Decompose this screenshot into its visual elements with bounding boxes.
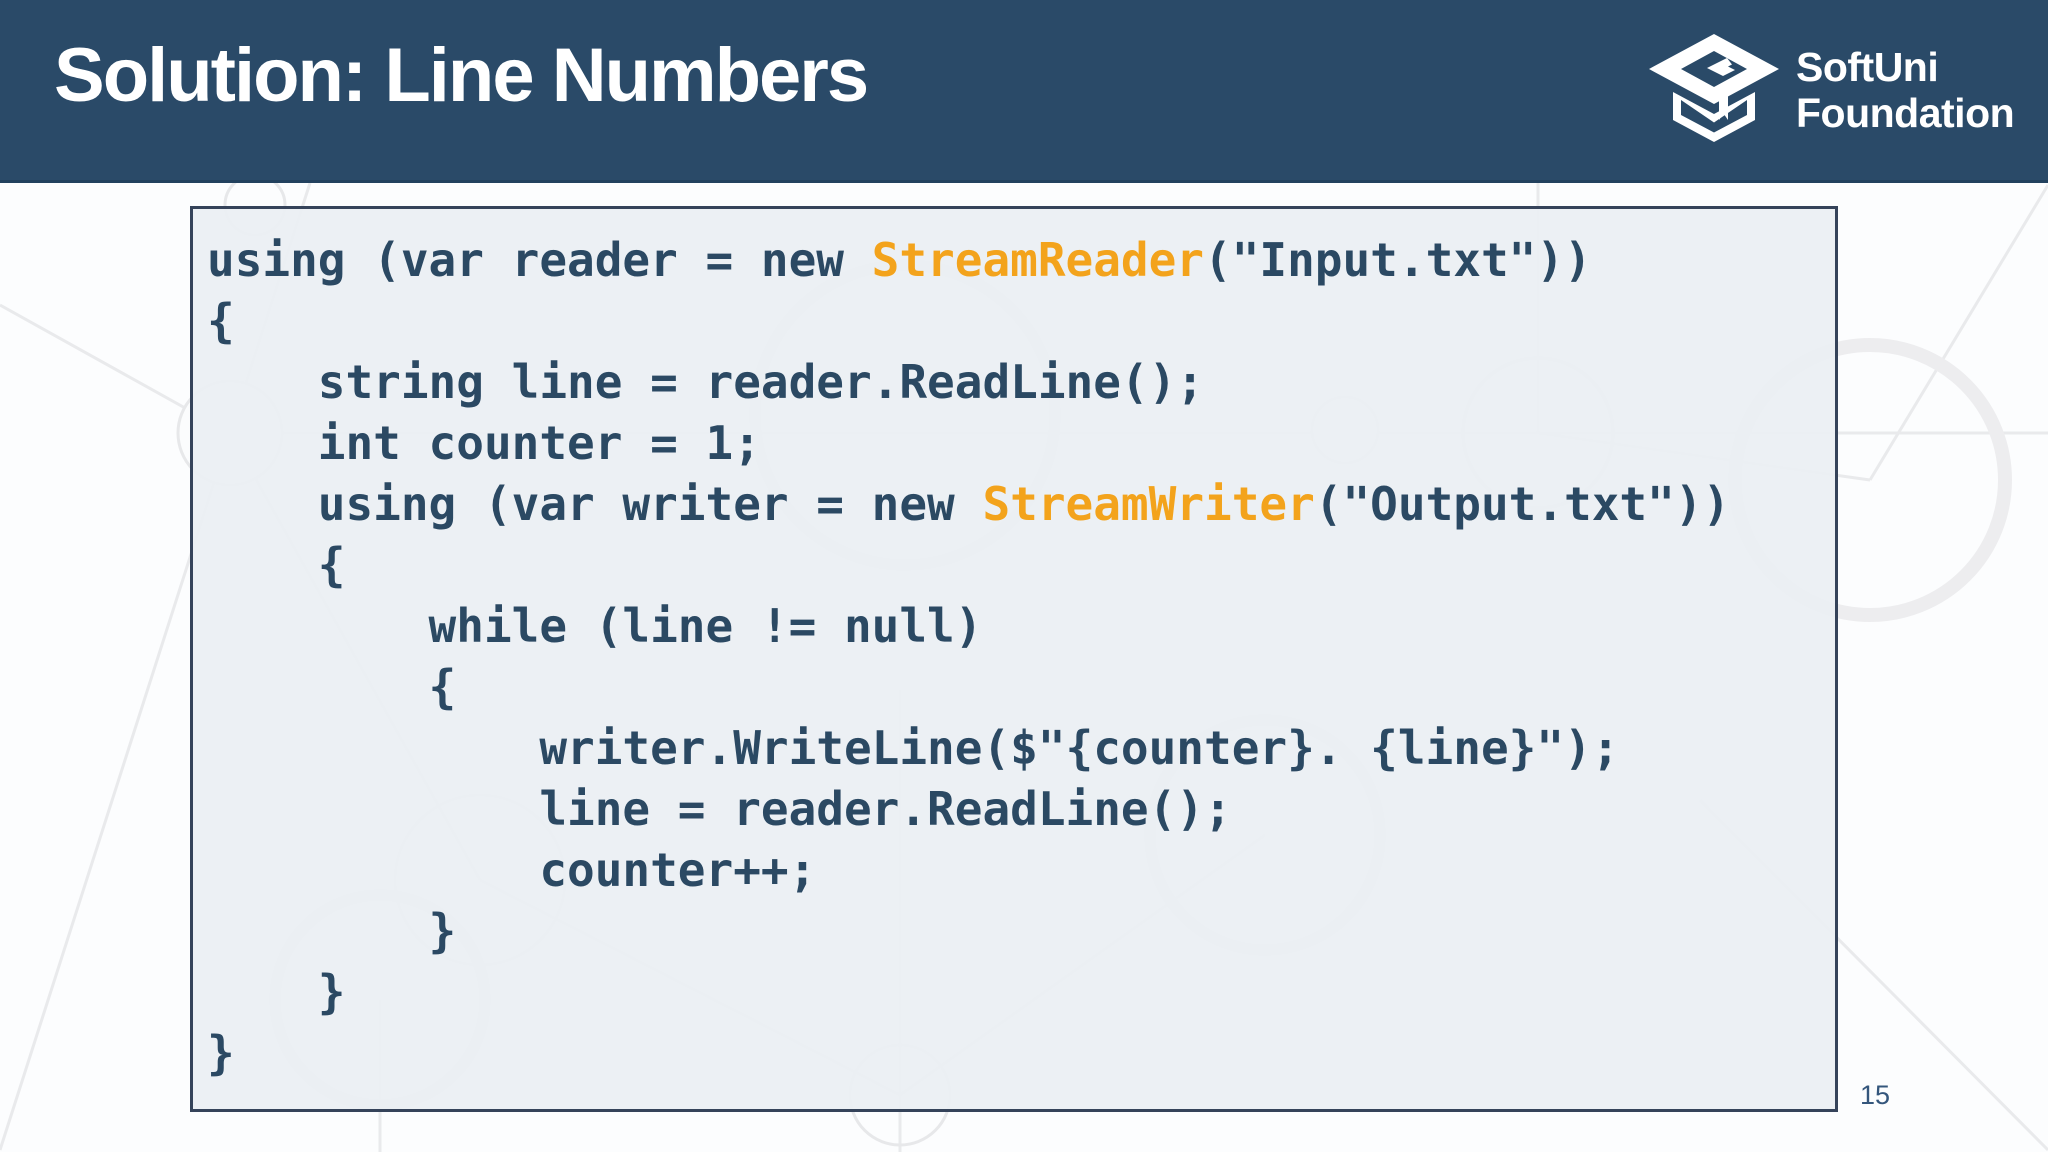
code-line: writer.WriteLine($"{counter}. {line}"); bbox=[207, 721, 1620, 775]
code-line: } bbox=[207, 965, 346, 1019]
header-bar: Solution: Line Numbers SoftUni Foundatio… bbox=[0, 0, 2048, 183]
code-line: while (line != null) bbox=[207, 599, 983, 653]
softuni-logo: SoftUni Foundation bbox=[1648, 30, 2028, 150]
code-line: counter++; bbox=[207, 843, 817, 897]
code-line: } bbox=[207, 904, 457, 958]
code-line: { bbox=[207, 294, 235, 348]
logo-line2: Foundation bbox=[1796, 90, 2015, 136]
code-line: using (var writer = new StreamWriter("Ou… bbox=[207, 477, 1731, 531]
logo-text: SoftUni Foundation bbox=[1796, 44, 2015, 136]
code-line: line = reader.ReadLine(); bbox=[207, 782, 1232, 836]
code-line: } bbox=[207, 1026, 235, 1080]
code-line: { bbox=[207, 660, 457, 714]
code-line: { bbox=[207, 538, 346, 592]
logo-line1: SoftUni bbox=[1796, 44, 1939, 90]
code-panel: using (var reader = new StreamReader("In… bbox=[190, 206, 1838, 1112]
page-title: Solution: Line Numbers bbox=[54, 33, 869, 118]
code-line: using (var reader = new StreamReader("In… bbox=[207, 233, 1592, 287]
code-line: int counter = 1; bbox=[207, 416, 761, 470]
code-line: string line = reader.ReadLine(); bbox=[207, 355, 1204, 409]
code-block: using (var reader = new StreamReader("In… bbox=[207, 230, 1825, 1084]
graduation-cap-icon bbox=[1649, 34, 1779, 142]
page-number: 15 bbox=[1860, 1080, 1891, 1110]
